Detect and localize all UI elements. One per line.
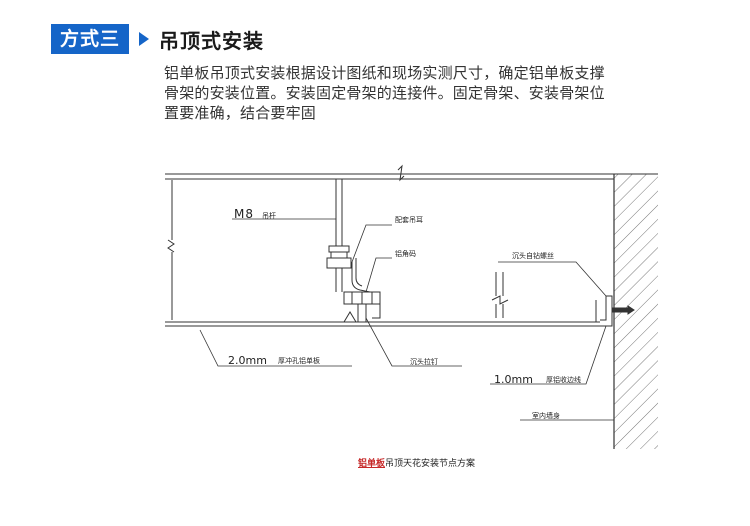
description-line: 骨架的安装位置。安装固定骨架的连接件。固定骨架、安装骨架位 (164, 84, 605, 102)
hanger-rod (326, 179, 352, 292)
leader-lines (199, 218, 614, 421)
caption-highlight: 铝单板 (358, 459, 386, 469)
label-hanger-rod: 吊杆 (262, 211, 276, 220)
label-countersunk-rivet: 沉头拉钉 (410, 357, 438, 366)
method-badge: 方式三 (51, 24, 130, 54)
description-line: 铝单板吊顶式安装根据设计图纸和现场实测尺寸，确定铝单板支撑 (164, 64, 605, 82)
label-edge-desc: 厚铝收边线 (546, 375, 581, 384)
label-self-tap-screw: 沉头自钻螺丝 (512, 251, 554, 260)
description-line: 置要准确，结合要牢固 (164, 104, 317, 122)
label-panel-desc: 厚冲孔铝单板 (278, 356, 320, 365)
break-line-mid (491, 272, 509, 318)
triangle-arrow-icon (139, 32, 150, 46)
self-tapping-screw (611, 305, 635, 315)
diagram-caption: 铝单板吊顶天花安装节点方案 (358, 456, 475, 469)
label-m8: M8 (234, 207, 254, 221)
ceiling-slab (165, 164, 614, 182)
label-hanger-ear: 配套吊耳 (395, 215, 423, 224)
section-header: 方式三 吊顶式安装 (51, 24, 264, 54)
perforated-aluminum-panel (165, 311, 600, 327)
break-line-left (167, 180, 175, 320)
label-wall-body: 室内墙身 (532, 411, 560, 420)
label-angle-code: 铝角码 (395, 249, 416, 258)
label-panel-thickness: 2.0mm (228, 354, 267, 367)
aluminum-angle-code (343, 291, 381, 323)
hanger-ear-bracket (351, 258, 371, 293)
caption-text: 吊顶天花安装节点方案 (385, 459, 476, 469)
section-title: 吊顶式安装 (159, 28, 265, 53)
description-text: 铝单板吊顶式安装根据设计图纸和现场实测尺寸，确定铝单板支撑 骨架的安装位置。安装… (164, 63, 694, 123)
label-edge-thickness: 1.0mm (494, 373, 533, 386)
edge-trim (595, 295, 613, 327)
